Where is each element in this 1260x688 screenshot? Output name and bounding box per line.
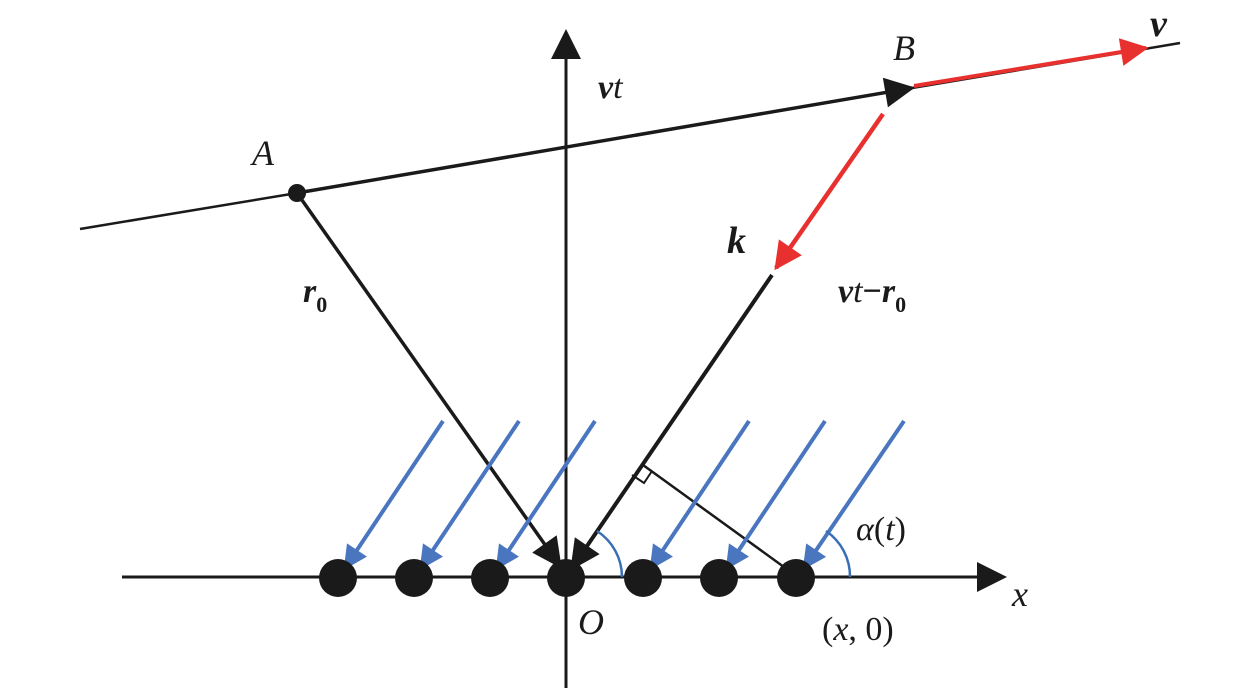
- right-angle-mark: [631, 470, 653, 485]
- trajectory-line-left: [79, 191, 298, 231]
- point-b-label: B: [893, 28, 915, 68]
- sensor-array: [319, 559, 815, 597]
- angle-arcs: [596, 529, 852, 578]
- point-x-label: (x, 0): [822, 611, 894, 648]
- projection: [631, 463, 796, 577]
- vt-vector: [296, 77, 915, 195]
- sensor-dot: [471, 559, 509, 597]
- diff-v: v: [838, 273, 854, 310]
- diff-t: t: [853, 273, 864, 310]
- velocity-vector: [913, 38, 1149, 88]
- sensor-dot: [319, 559, 357, 597]
- r0-vector: [295, 191, 562, 569]
- point-a-label: A: [250, 133, 275, 173]
- vt-minus-r0-line: [570, 273, 774, 571]
- vt-label: vt: [598, 69, 624, 106]
- diff-subscript: 0: [895, 292, 906, 317]
- sensor-dot: [700, 559, 738, 597]
- perpendicular-line: [642, 463, 796, 577]
- vt-t: t: [613, 69, 624, 106]
- sensor-dot: [547, 559, 585, 597]
- angle-open: (: [874, 511, 885, 548]
- point-x-x: x: [832, 611, 848, 648]
- wave-ray: [495, 419, 597, 570]
- diff-r: r: [882, 273, 896, 310]
- sensor-dot: [624, 559, 662, 597]
- k-label: k: [727, 220, 746, 262]
- r0-label: r0: [303, 273, 327, 317]
- x-axis-label: x: [1011, 574, 1028, 614]
- diff-minus: −: [863, 273, 882, 310]
- angle-label: α(t): [856, 511, 906, 548]
- wave-rays: [343, 419, 906, 570]
- wave-ray: [725, 419, 827, 570]
- angle-arc-point-x: [825, 529, 852, 578]
- angle-alpha: α: [856, 511, 875, 548]
- origin-label: O: [578, 602, 604, 642]
- velocity-label: v: [1150, 3, 1168, 45]
- wave-ray: [419, 419, 521, 570]
- trajectory: [79, 38, 1181, 231]
- angle-arc-origin: [596, 529, 624, 578]
- vt-v: v: [598, 69, 614, 106]
- wave-ray: [343, 419, 445, 570]
- k-vector: [774, 112, 885, 271]
- angle-close: ): [895, 511, 906, 548]
- angle-t: t: [885, 511, 896, 548]
- point-x-open: (: [822, 611, 833, 648]
- sensor-dot: [395, 559, 433, 597]
- r0-r: r: [303, 273, 317, 310]
- vt-minus-r0-label: vt−r0: [838, 273, 906, 317]
- wave-ray: [802, 419, 906, 570]
- sensor-dot: [777, 559, 815, 597]
- point-x-rest: , 0): [848, 611, 893, 648]
- r0-subscript: 0: [316, 292, 327, 317]
- wave-ray: [649, 419, 751, 570]
